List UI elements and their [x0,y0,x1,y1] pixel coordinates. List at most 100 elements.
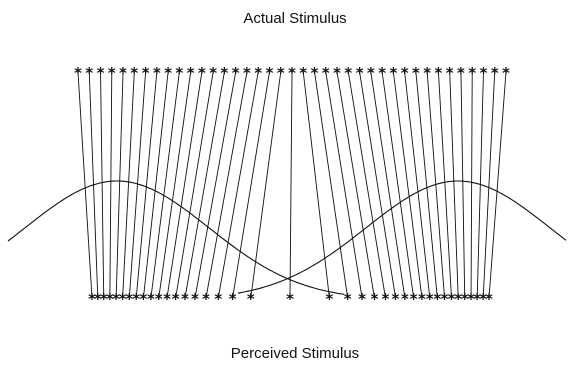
mapping-line [175,71,214,299]
actual-stimulus-marker: * [411,64,420,82]
actual-stimulus-label: Actual Stimulus [243,10,347,27]
perceived-stimulus-marker: * [139,290,148,308]
mapping-line [325,71,363,299]
actual-stimulus-marker: * [107,64,116,82]
mapping-line [128,71,147,299]
perceived-stimulus-marker: * [473,290,482,308]
perceived-stimulus-marker: * [433,290,442,308]
mapping-line [184,71,225,299]
actual-stimulus-marker: * [254,64,263,82]
actual-stimulus-marker: * [186,64,195,82]
mapping-line [347,71,386,299]
actual-stimulus-marker: * [400,64,409,82]
actual-stimulus-marker: * [130,64,139,82]
actual-stimulus-marker: * [85,64,94,82]
mapping-line [482,71,496,299]
perceived-stimulus-marker: * [325,290,334,308]
perceived-stimulus-marker: * [484,290,493,308]
perceived-stimulus-marker: * [112,290,121,308]
actual-stimulus-marker: * [96,64,105,82]
actual-stimulus-marker: * [389,64,398,82]
mapping-line [205,71,248,299]
mapping-lines [77,71,507,299]
actual-stimulus-marker: * [366,64,375,82]
perceived-stimulus-marker: * [246,290,255,308]
perceived-stimulus-marker: * [154,290,163,308]
mapping-line [415,71,438,299]
actual-stimulus-marker: * [242,64,251,82]
perceived-stimulus-marker: * [381,290,390,308]
actual-stimulus-marker: * [287,64,296,82]
perceived-stimulus-marker: * [343,290,352,308]
actual-stimulus-marker: * [445,64,454,82]
mapping-line [166,71,203,299]
actual-stimulus-marker: * [423,64,432,82]
perceived-stimulus-marker: * [454,290,463,308]
actual-stimulus-marker: * [333,64,342,82]
actual-stimulus-marker: * [220,64,229,82]
mapping-line [232,71,270,299]
perceived-stimulus-marker: * [417,290,426,308]
perceived-stimulus-marker: * [447,290,456,308]
perceived-stimulus-marker: * [358,290,367,308]
mapping-line [336,71,375,299]
mapping-line [122,71,135,299]
actual-stimulus-marker: * [119,64,128,82]
perceived-stimulus-marker: * [171,290,180,308]
perceived-stimulus-marker: * [105,290,114,308]
mapping-line [109,71,113,299]
perceived-stimulus-marker: * [425,290,434,308]
perceived-stimulus-marker: * [190,290,199,308]
mapping-line [77,71,93,299]
actual-stimulus-marker: * [175,64,184,82]
mapping-line [370,71,406,299]
perceived-stimulus-marker: * [460,290,469,308]
actual-stimulus-marker: * [299,64,308,82]
mapping-line [470,71,473,299]
mapping-line [135,71,158,299]
perceived-stimulus-marker: * [285,290,294,308]
perceived-stimulus-marker: * [391,290,400,308]
mapping-line [460,71,466,299]
mapping-line [381,71,415,299]
perceived-stimulus-marker: * [400,290,409,308]
perceived-stimulus-marker: * [146,290,155,308]
mapping-line [392,71,423,299]
actual-stimulus-marker: * [152,64,161,82]
perceived-stimulus-marker: * [409,290,418,308]
actual-stimulus-marker: * [378,64,387,82]
perceived-stimulus-marker: * [440,290,449,308]
perceived-stimulus-marker: * [87,290,96,308]
actual-stimulus-marker: * [265,64,274,82]
mapping-line [100,71,105,299]
actual-stimulus-marker: * [209,64,218,82]
perceived-stimulus-marker: * [99,290,108,308]
perceived-stimulus-label: Perceived Stimulus [230,345,360,362]
actual-stimulus-marker: * [344,64,353,82]
perceived-stimulus-marker: * [467,290,476,308]
mapping-line [437,71,452,299]
perceived-stimulus-marker: * [125,290,134,308]
perceived-stimulus-markers: *************************************** [87,290,493,308]
actual-stimulus-markers: *************************************** [73,64,510,82]
mapping-line [150,71,180,299]
perceived-stimulus-marker: * [370,290,379,308]
perceived-stimulus-marker: * [162,290,171,308]
actual-stimulus-marker: * [490,64,499,82]
mapping-line [142,71,169,299]
actual-stimulus-marker: * [321,64,330,82]
perceived-stimulus-marker: * [180,290,189,308]
perceived-stimulus-marker: * [214,290,223,308]
mapping-line [302,71,330,299]
perceived-stimulus-marker: * [93,290,102,308]
perceived-stimulus-marker: * [132,290,141,308]
perceived-stimulus-marker: * [201,290,210,308]
mapping-line [289,71,293,299]
mapping-line [449,71,459,299]
actual-stimulus-marker: * [479,64,488,82]
perceived-stimulus-marker: * [228,290,237,308]
mapping-line [194,71,237,299]
actual-stimulus-marker: * [310,64,319,82]
mapping-line [314,71,349,299]
